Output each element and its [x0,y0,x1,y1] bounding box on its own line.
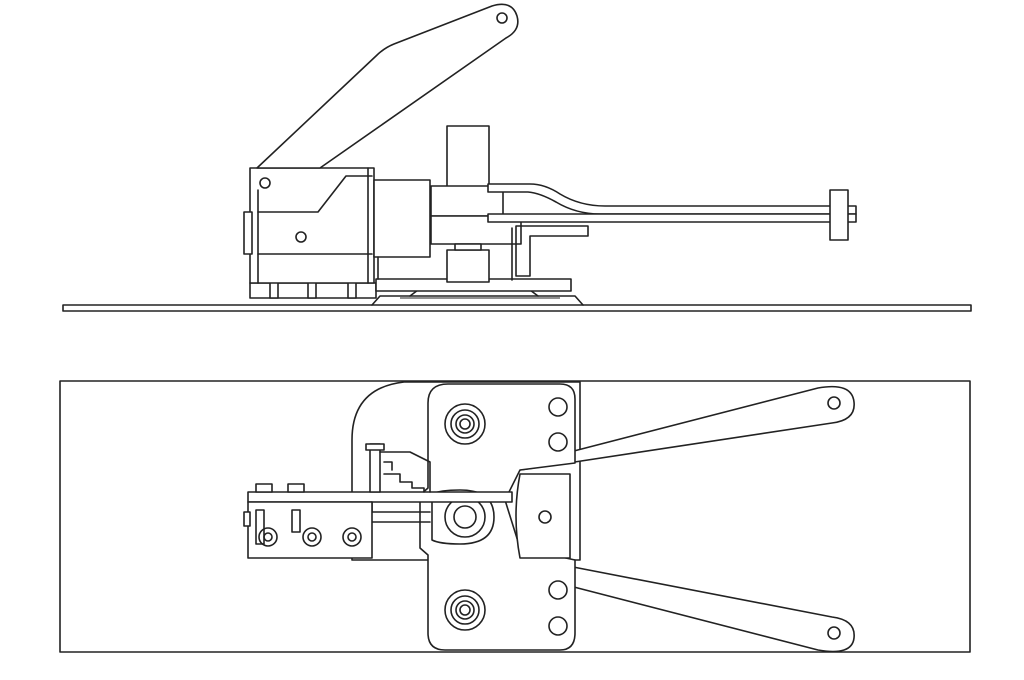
handle-arm [256,3,519,169]
clamp-body [243,167,431,284]
clamp-hole [295,231,307,243]
plate-hole [548,432,568,452]
mount-hole [342,527,362,547]
clamp-pivot-hole [259,177,271,189]
plate-hole [548,580,568,600]
handle-plate [419,383,576,651]
yoke-bracket [515,473,571,559]
lever-bar [247,491,513,503]
mount-hole [258,527,278,547]
plate-hole [548,397,568,417]
washer-upper [444,403,486,445]
side-view [62,3,972,312]
top-view [59,380,971,653]
yoke-arm-upper [519,385,855,471]
yoke-arm-lower [519,547,855,653]
mount-hole [302,527,322,547]
foot-pads [371,289,584,306]
vertical-post [430,125,522,283]
plate-hole [548,616,568,636]
handle-arm-hole [496,12,508,24]
spindle-rod [487,183,857,281]
washer-lower [444,589,486,631]
base-plate [62,304,972,312]
mount-block [243,483,373,559]
link-arm [365,443,431,493]
